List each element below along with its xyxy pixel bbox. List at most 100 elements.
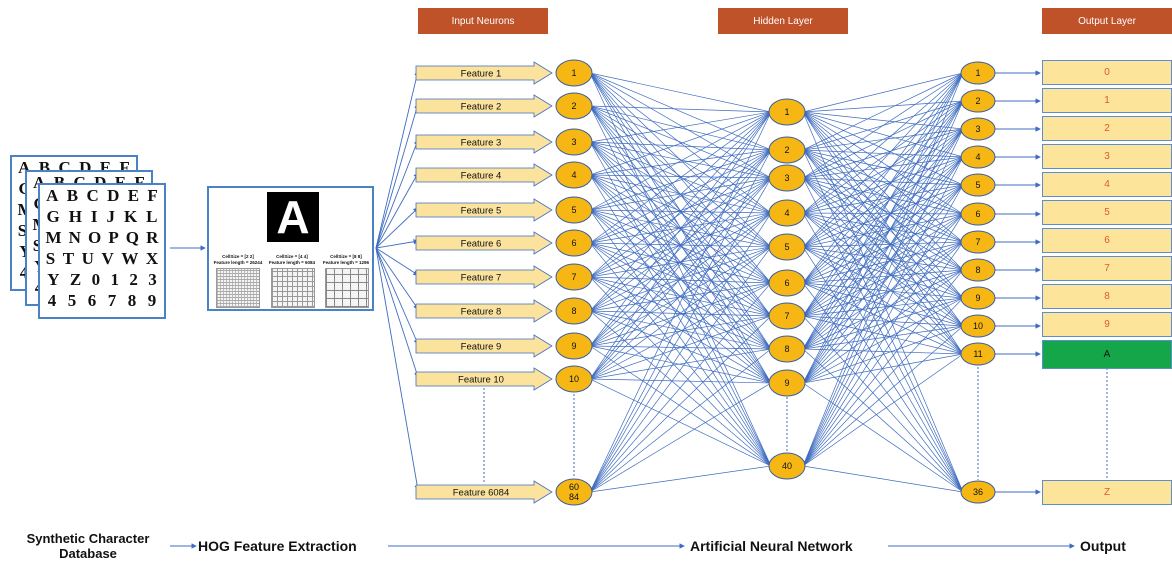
character-glyph: E (115, 172, 126, 193)
hidden-output-link (802, 213, 964, 350)
hog-source-letter: A (267, 191, 319, 243)
hidden-output-link (802, 382, 964, 493)
output-neuron-label: 2 (975, 96, 980, 106)
hidden-output-link (802, 246, 964, 355)
input-neuron-shape (555, 161, 593, 189)
pipeline-database-label: Synthetic Character Database (26, 531, 150, 561)
input-hidden-link (589, 177, 772, 312)
hidden-layer-header: Hidden Layer (718, 8, 848, 34)
output-neuron-shape (960, 89, 996, 113)
output-neuron-label: 8 (975, 265, 980, 275)
hidden-output-link (802, 213, 964, 284)
input-hidden-link (589, 242, 772, 467)
output-neuron-label: 5 (975, 180, 980, 190)
output-neuron: 5 (960, 173, 996, 197)
feature-label: Feature 1 (461, 69, 502, 80)
character-glyph: J (106, 207, 115, 226)
hidden-output-link (802, 72, 964, 248)
output-neuron: 1 (960, 61, 996, 85)
hidden-neuron: 40 (768, 452, 806, 480)
character-glyph: A (46, 186, 59, 205)
input-neuron-shape (555, 263, 593, 291)
output-box: 1 (1042, 88, 1172, 113)
character-glyph: X (145, 249, 159, 268)
input-hidden-link (589, 72, 772, 151)
output-neuron-label: 11 (973, 349, 982, 359)
input-neuron-label: 6 (571, 238, 576, 248)
character-glyph: 5 (67, 291, 77, 310)
input-neuron: 7 (555, 263, 593, 291)
hidden-output-link (802, 72, 964, 151)
input-hidden-link (589, 246, 772, 493)
input-hidden-link (589, 212, 772, 493)
input-neuron-shape (555, 128, 593, 156)
hidden-output-link (802, 128, 964, 350)
hidden-output-link (802, 282, 964, 355)
input-hidden-link (589, 209, 772, 467)
input-hidden-link (589, 310, 772, 350)
output-box: 9 (1042, 312, 1172, 337)
hidden-output-link (802, 353, 964, 467)
hog-feature-panel: A CellSize = [2 2] Feature length = 2624… (207, 186, 374, 311)
hidden-output-link (802, 128, 964, 384)
character-glyph: 4 (47, 291, 57, 310)
hog-to-feature-link (375, 139, 419, 249)
hidden-output-link (802, 213, 964, 384)
character-glyph: 8 (127, 291, 137, 310)
input-neuron-shape (555, 92, 593, 120)
input-neuron-label: 5 (571, 205, 576, 215)
character-glyph: Y (47, 270, 60, 289)
hidden-output-link (802, 315, 964, 327)
input-hidden-link (589, 149, 772, 211)
input-neuron: 5 (555, 196, 593, 224)
character-glyph: 0 (91, 270, 101, 289)
hidden-neuron-label: 4 (784, 208, 789, 218)
hidden-output-link (802, 111, 964, 243)
input-hidden-link (589, 177, 772, 244)
hidden-output-link (802, 111, 964, 355)
hidden-neuron-shape (768, 452, 806, 480)
hidden-output-link (802, 100, 964, 384)
input-hidden-link (589, 72, 772, 214)
hidden-neuron: 8 (768, 335, 806, 363)
character-glyph: P (108, 228, 119, 247)
character-glyph: C (86, 186, 99, 205)
character-glyph: T (62, 249, 75, 268)
hidden-neuron-shape (768, 302, 806, 330)
feature-arrow: Feature 6 (415, 231, 553, 255)
character-glyph: E (99, 158, 112, 177)
input-neuron: 6 (555, 229, 593, 257)
feature-label: Feature 5 (461, 206, 502, 217)
character-glyph: F (119, 158, 130, 177)
hidden-neuron-shape (768, 269, 806, 297)
hidden-output-link (802, 156, 964, 350)
hidden-output-link (802, 269, 964, 317)
hidden-neuron-label: 6 (784, 278, 789, 288)
feature-label: Feature 6084 (453, 488, 510, 499)
hidden-output-link (802, 111, 964, 130)
input-neuron-shape (555, 297, 593, 325)
input-hidden-link (589, 149, 772, 278)
input-hidden-link (589, 111, 772, 380)
hog-to-feature-link (375, 207, 419, 249)
hog-cellsize-2: CellSize = [4 4] (276, 254, 308, 259)
input-neuron-shape (555, 59, 593, 87)
hidden-neuron-label: 40 (782, 461, 792, 471)
hidden-output-link (802, 72, 964, 350)
hidden-output-link (802, 315, 964, 493)
hidden-output-link (802, 297, 964, 317)
feature-arrow-shape (415, 231, 553, 255)
feature-arrow: Feature 6084 (415, 480, 553, 504)
input-neurons-header: Input Neurons (418, 8, 548, 34)
hidden-output-link (802, 72, 964, 467)
input-hidden-link (589, 348, 772, 380)
input-hidden-link (589, 310, 772, 317)
input-neuron-label: 10 (569, 374, 579, 384)
character-glyph: H (68, 207, 82, 226)
character-glyph: 3 (148, 270, 157, 289)
